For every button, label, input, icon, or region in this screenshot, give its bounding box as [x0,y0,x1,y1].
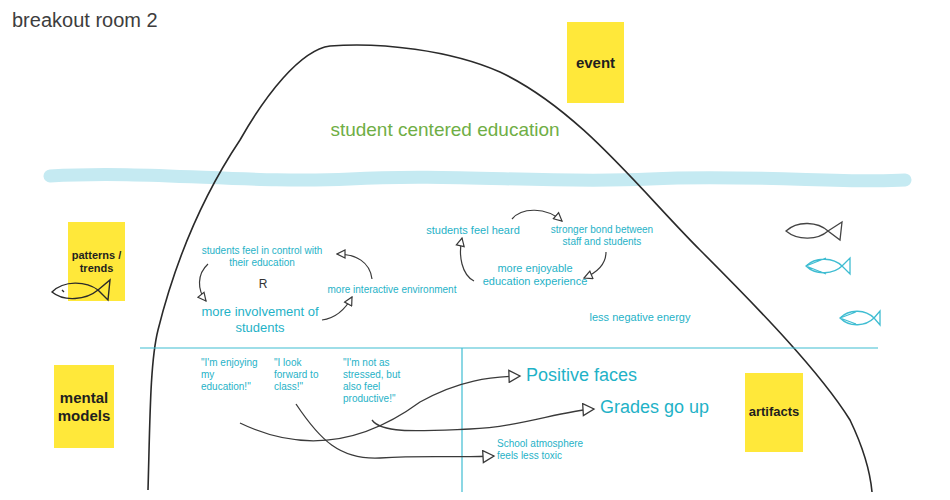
divider-line [140,347,878,348]
leader-arrow [296,404,494,458]
annotation-text: students feel in control with their educ… [198,245,326,269]
annotation-text: students feel heard [424,224,522,237]
diagram-title: breakout room 2 [12,8,158,32]
cycle-arrow [512,210,562,221]
cycle-arrow [322,297,352,320]
sticky-note: patterns / trends [68,222,125,301]
iceberg-outline [148,45,872,492]
sticky-label: event [576,54,615,71]
leader-arrow [372,409,594,431]
sticky-note: mental models [54,365,114,448]
annotation-text: more involvement of students [188,304,332,335]
cycle-arrow [337,254,372,279]
cycle-arrow [461,238,475,281]
annotation-text: R [255,277,271,291]
annotation-text: "I'm enjoying my education!" [201,357,259,393]
cycle-arrow [584,252,606,278]
annotation-text: Grades go up [600,397,740,419]
divider-line [461,348,462,492]
annotation-text: Positive faces [526,365,666,387]
annotation-text: less negative energy [582,311,698,324]
annotation-text: more interactive environment [318,284,466,296]
annotation-text: "I'm not as stressed, but also feel prod… [343,357,419,405]
sticky-label: mental models [56,389,112,424]
sticky-note: event [567,22,624,103]
sticky-note: artifacts [745,373,803,452]
annotation-text: stronger bond between staff and students [543,224,661,248]
annotation-text: more enjoyable education experience [473,262,597,288]
annotation-text: "I look forward to class!" [274,357,336,393]
annotation-text: student centered education [300,119,590,142]
annotation-text: School atmosphere feels less toxic [497,438,589,462]
fish-sketch [806,258,850,274]
fish-sketch [786,222,842,240]
cycle-arrow [199,264,208,301]
water-line [50,174,905,180]
sticky-label: artifacts [749,405,800,420]
sticky-label: patterns / trends [70,249,123,274]
fish-sketch [840,311,880,325]
